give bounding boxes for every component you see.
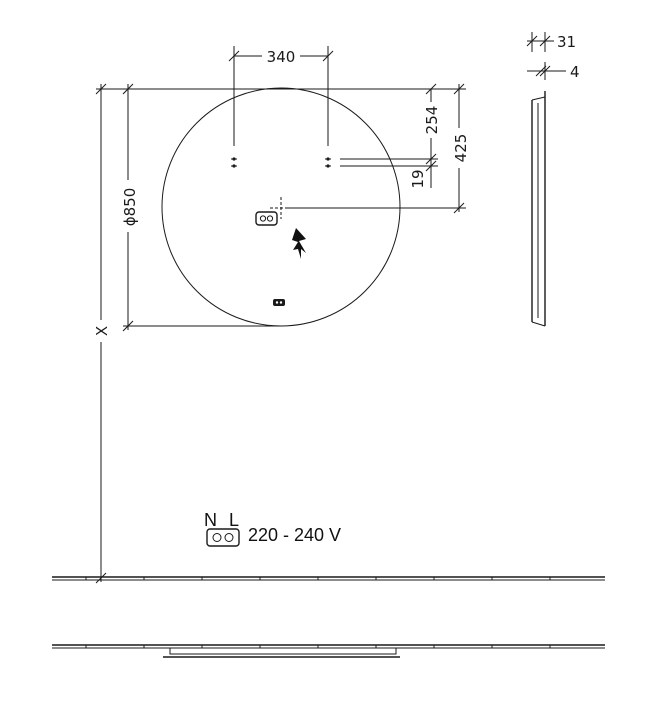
depth-dimension: 31	[526, 32, 576, 52]
diameter-dimension: ϕ850	[119, 83, 139, 332]
lightning-bolt-icon	[292, 228, 306, 259]
socket-icon	[255, 211, 278, 226]
top-view-mirror	[163, 647, 400, 658]
diameter-label: ϕ850	[121, 188, 139, 227]
outlet-offset-label: 19	[409, 169, 427, 188]
hole-offset-label: 254	[423, 106, 441, 135]
mount-height-label: X	[93, 326, 111, 336]
terminal-n-label: N	[204, 510, 217, 530]
drill-hole-icon	[325, 157, 331, 168]
terminal-l-label: L	[229, 510, 239, 530]
sensor-icon	[273, 299, 285, 306]
floor-line-front	[52, 576, 605, 581]
front-depth-dimension: 4	[527, 62, 580, 81]
hole-offset-dimension: 254	[420, 83, 442, 188]
voltage-label: 220 - 240 V	[248, 525, 341, 545]
mount-height-dimension: X	[93, 83, 111, 584]
front-depth-label: 4	[570, 63, 580, 81]
socket-icon	[206, 528, 240, 547]
crosshair-icon	[270, 197, 292, 219]
depth-label: 31	[557, 33, 576, 51]
center-offset-label: 425	[452, 134, 470, 163]
hole-spacing-label: 340	[267, 48, 296, 66]
outlet-offset-dimension: 19	[409, 160, 437, 189]
hole-spacing-dimension: 340	[228, 46, 334, 146]
side-view-profile	[531, 91, 546, 327]
center-offset-dimension: 425	[450, 83, 470, 214]
power-legend: N L 220 - 240 V	[204, 510, 341, 547]
drill-hole-icon	[231, 157, 237, 168]
